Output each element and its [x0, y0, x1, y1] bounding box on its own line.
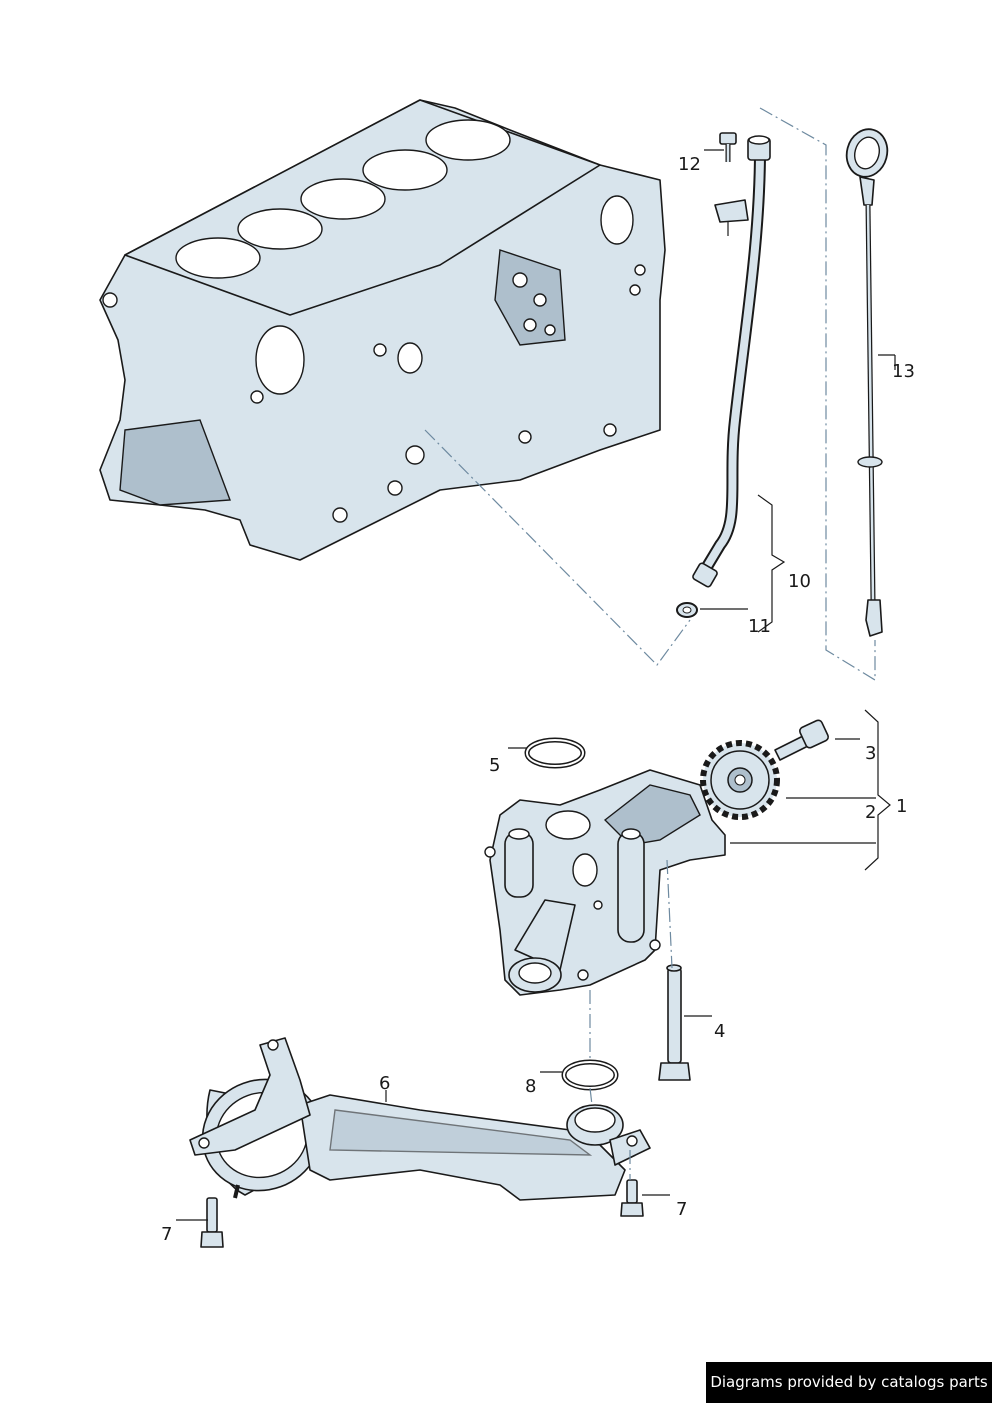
callout-10: 10: [788, 571, 811, 592]
o-ring-5-illustration: [524, 737, 586, 769]
drive-gear-illustration: [700, 740, 780, 820]
callout-11: 11: [748, 616, 771, 637]
assembly-lines: [424, 107, 876, 1180]
oil-pickup-pipe-illustration: [189, 1037, 651, 1201]
leader-lines: [176, 149, 896, 1221]
bolt-3-illustration: [774, 719, 830, 761]
callout-7-left: 7: [161, 1224, 172, 1245]
callout-6: 6: [379, 1073, 390, 1094]
callout-4: 4: [714, 1021, 725, 1042]
dipstick-illustration: [845, 128, 889, 637]
bolt-7-right-illustration: [620, 1179, 644, 1217]
callout-5: 5: [489, 755, 500, 776]
bolt-7-left-illustration: [200, 1197, 224, 1248]
engine-block-illustration: [99, 99, 666, 561]
seal-ring-11-illustration: [676, 602, 698, 618]
bolt-12-illustration: [719, 132, 737, 162]
credit-banner: Diagrams provided by catalogs parts: [706, 1362, 992, 1403]
callout-3: 3: [865, 743, 876, 764]
oil-pump-illustration: [484, 769, 726, 996]
callout-8: 8: [525, 1076, 536, 1097]
callouts: 12 13 10 11 5 3 1 2 4 6 8 7 7: [161, 154, 915, 1245]
callout-2: 2: [865, 802, 876, 823]
callout-7-right: 7: [676, 1199, 687, 1220]
o-ring-8-illustration: [561, 1059, 619, 1091]
callout-13: 13: [892, 361, 915, 382]
dipstick-tube-illustration: [692, 135, 771, 588]
callout-12: 12: [678, 154, 701, 175]
bolt-4-illustration: [658, 964, 691, 1081]
callout-1: 1: [896, 796, 907, 817]
